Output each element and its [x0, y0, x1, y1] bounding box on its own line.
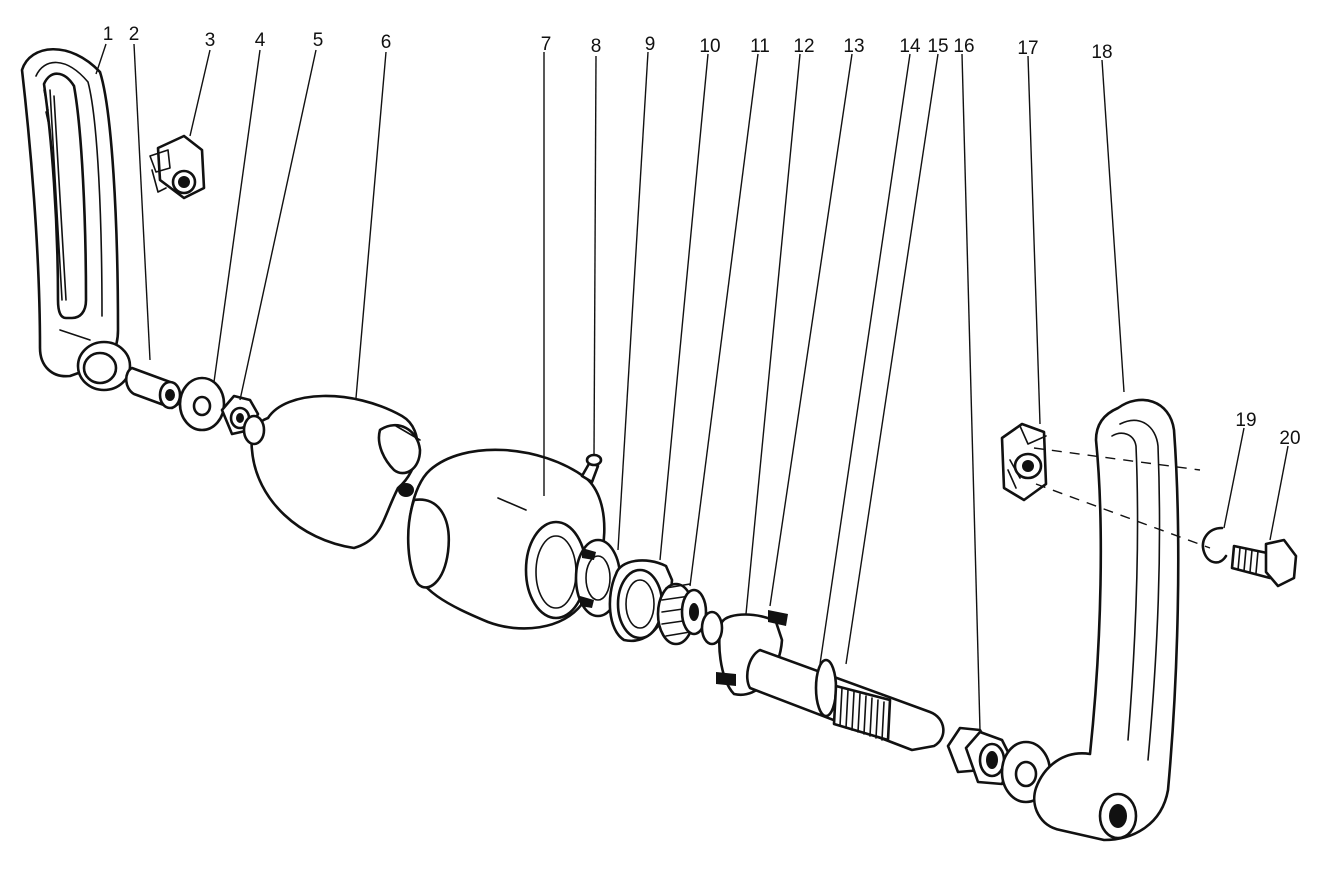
part-10-bearing-cup	[608, 559, 674, 643]
part-3-clip-nut	[149, 134, 206, 200]
part-6-left-shell-half	[242, 394, 422, 550]
label-part-4: 4	[255, 30, 266, 51]
label-part-1: 1	[103, 24, 114, 45]
part-16-locknut	[946, 726, 1014, 786]
part-13-14-15-spindle	[746, 648, 945, 752]
part-11-roller-bearing	[656, 582, 708, 646]
part-1-left-crank-arm	[20, 48, 132, 392]
part-4-washer	[178, 376, 226, 432]
label-part-11: 11	[750, 36, 770, 57]
label-part-16: 16	[953, 36, 974, 57]
label-part-17: 17	[1017, 38, 1038, 59]
label-part-10: 10	[699, 36, 720, 57]
label-part-19: 19	[1235, 410, 1256, 431]
part-18-right-crank-arm	[1033, 398, 1180, 842]
part-19-circlip	[1201, 526, 1228, 564]
label-part-2: 2	[129, 24, 140, 45]
part-number-labels: 1 2 3 4 5 6 7 8 9 10 11 12 13 14 15 16 1…	[103, 24, 1301, 449]
part-7-right-shell-half	[406, 448, 606, 630]
leader-lines	[95, 43, 1289, 731]
label-part-8: 8	[591, 36, 602, 57]
label-part-3: 3	[205, 30, 216, 51]
label-part-14: 14	[899, 36, 921, 57]
part-2-bushing	[124, 366, 182, 410]
part-20-bolt	[1230, 538, 1298, 588]
label-part-9: 9	[645, 34, 656, 55]
part-8-grease-nipple	[580, 453, 603, 484]
label-part-7: 7	[541, 34, 552, 55]
label-part-15: 15	[927, 36, 948, 57]
label-part-6: 6	[381, 32, 392, 53]
label-part-20: 20	[1279, 428, 1300, 449]
label-part-18: 18	[1091, 42, 1112, 63]
alignment-lines	[1033, 447, 1211, 549]
label-part-12: 12	[793, 36, 814, 57]
part-17-clip-nut	[1000, 422, 1048, 502]
label-part-5: 5	[313, 30, 324, 51]
label-part-13: 13	[843, 36, 864, 57]
